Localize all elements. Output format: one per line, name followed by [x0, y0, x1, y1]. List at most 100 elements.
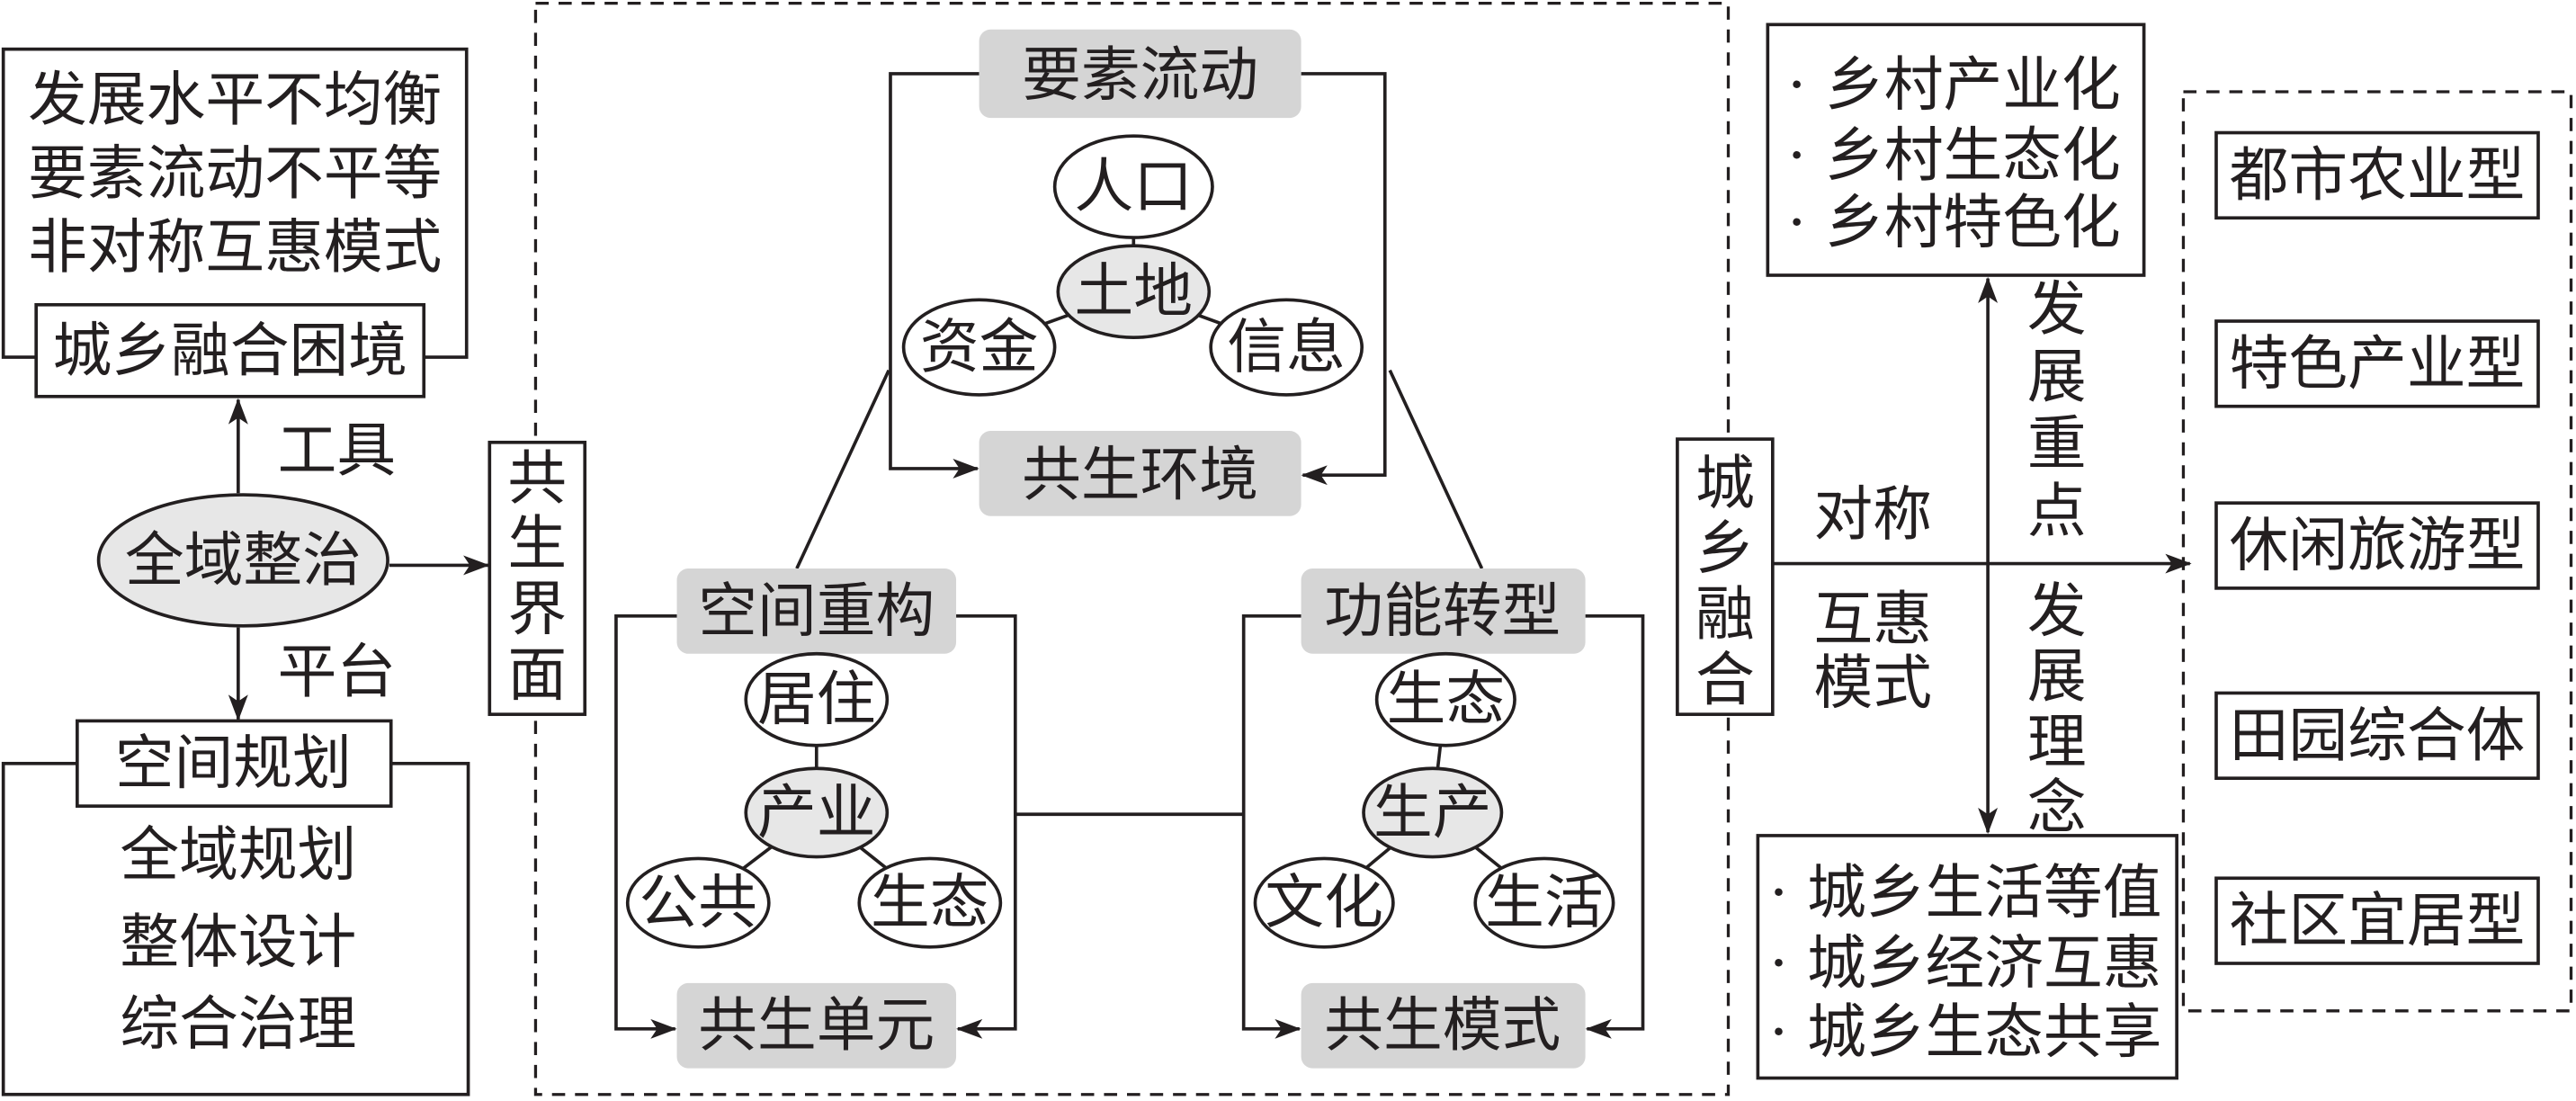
planning-title-box: [76, 719, 393, 808]
concept-label: 发展理念: [2027, 577, 2087, 841]
unit-bottom-label-box: [676, 982, 957, 1069]
platform-label: 平台: [278, 638, 396, 706]
concept-item: · 城乡经济互惠: [1769, 929, 2161, 998]
vertical-char: 发: [2027, 275, 2087, 344]
dilemma-title-box: [34, 302, 426, 398]
land-node: [1056, 244, 1212, 340]
industry-node: [744, 766, 890, 859]
environment-top-label: 要素流动: [1022, 41, 1258, 110]
dilemma-item: 非对称互惠模式: [28, 213, 442, 282]
mode-left-bracket: [1241, 614, 1301, 1039]
unit-right-bracket: [956, 614, 1017, 1039]
public-label: 公共: [640, 869, 757, 937]
mode-right-bracket: [1585, 614, 1645, 1039]
interface-label: 共生界面: [507, 444, 567, 709]
dilemma-item: 发展水平不均衡: [28, 66, 442, 134]
mode-bottom-label: 共生模式: [1324, 991, 1561, 1060]
information-node: [1209, 298, 1364, 397]
vertical-char: 展: [2027, 343, 2087, 411]
vertical-char: 共: [507, 444, 567, 513]
planning-title: 空间规划: [115, 730, 352, 798]
environment-bottom-label: 共生环境: [1022, 441, 1258, 509]
type-box: [2214, 130, 2540, 220]
vertical-char: 合: [1695, 646, 1755, 714]
concept-box: [1756, 834, 2178, 1080]
unit-bottom-label: 共生单元: [698, 991, 935, 1060]
environment-right-bracket: [1301, 72, 1387, 486]
dilemma-item: 要素流动不平等: [28, 139, 442, 208]
unit-ecology-node: [857, 856, 1003, 949]
core-ellipse: [96, 493, 389, 628]
culture-label: 文化: [1265, 869, 1382, 937]
vertical-char: 生: [507, 510, 567, 578]
focus-item: · 乡村特色化: [1787, 189, 2121, 257]
type-box: [2214, 876, 2540, 965]
type-label: 休闲旅游型: [2230, 512, 2526, 580]
concept-item: · 城乡生态共享: [1769, 998, 2161, 1067]
right-panel: 城乡融合 对称 互惠 模式 发展重点 发展理念 · 乡村产业化 · 乡村生态化 …: [1676, 22, 2573, 1080]
mode-ecology-node: [1374, 651, 1516, 747]
production-node: [1362, 766, 1504, 859]
focus-item: · 乡村产业化: [1787, 51, 2121, 120]
public-node: [625, 856, 771, 949]
environment-to-unit-link: [795, 369, 890, 569]
unit-left-bracket: [614, 614, 677, 1039]
vertical-char: 面: [507, 640, 567, 709]
vertical-char: 界: [507, 576, 567, 644]
type-label: 特色产业型: [2230, 329, 2526, 398]
living-node: [1473, 856, 1615, 949]
focus-item: · 乡村生态化: [1787, 121, 2121, 190]
focus-box: [1766, 22, 2146, 277]
unit-top-label-box: [676, 568, 957, 654]
industry-label: 产业: [757, 778, 875, 846]
vertical-char: 融: [1695, 580, 1755, 649]
dilemma-title: 城乡融合困境: [52, 317, 407, 385]
unit-ecology-label: 生态: [871, 869, 988, 937]
concept-item: · 城乡生活等值: [1769, 859, 2161, 927]
interface-block: 共生界面: [487, 440, 587, 716]
planning-item: 整体设计: [120, 908, 356, 976]
residence-label: 居住: [757, 666, 875, 734]
integration-label: 城乡融合: [1695, 449, 1755, 713]
population-node: [1052, 134, 1214, 239]
type-box: [2214, 691, 2540, 780]
vertical-char: 乡: [1695, 515, 1755, 583]
culture-node: [1253, 856, 1395, 949]
mode-bottom-label-box: [1301, 982, 1586, 1069]
type-box: [2214, 501, 2540, 590]
environment-bottom-label-box: [979, 431, 1301, 516]
vertical-char: 理: [2027, 708, 2087, 776]
vertical-char: 城: [1695, 449, 1755, 517]
land-label: 土地: [1075, 257, 1193, 326]
population-label: 人口: [1075, 153, 1193, 221]
vertical-char: 发: [2027, 577, 2087, 645]
integration-box: [1676, 437, 1775, 716]
vertical-char: 点: [2027, 477, 2087, 545]
unit-group: 空间重构 居住 产业 公共 生态 共生单元: [614, 568, 1017, 1069]
interface-box: [487, 440, 587, 716]
type-box: [2214, 319, 2540, 408]
type-label: 田园综合体: [2230, 702, 2526, 770]
vertical-char: 念: [2027, 774, 2087, 842]
production-label: 生产: [1373, 778, 1491, 846]
left-panel: 发展水平不均衡 要素流动不平等 非对称互惠模式 城乡融合困境 工具 全域整治 平…: [1, 47, 490, 1097]
planning-item: 全域规划: [120, 821, 356, 890]
types-dashed-frame: [2181, 90, 2573, 1013]
vertical-char: 重: [2027, 410, 2087, 479]
living-label: 生活: [1485, 869, 1603, 937]
reciprocal-label-line1: 互惠: [1813, 586, 1931, 654]
environment-to-mode-link: [1388, 369, 1484, 569]
information-label: 信息: [1227, 313, 1345, 381]
capital-node: [901, 298, 1057, 397]
mode-top-label: 功能转型: [1324, 577, 1561, 645]
environment-left-bracket: [889, 72, 979, 479]
type-label: 社区宜居型: [2230, 887, 2526, 955]
mode-ecology-label: 生态: [1387, 666, 1505, 734]
capital-label: 资金: [920, 313, 1038, 381]
tool-label: 工具: [278, 416, 396, 485]
symmetric-label: 对称: [1813, 480, 1931, 549]
core-label: 全域整治: [125, 526, 362, 595]
mode-top-label-box: [1301, 568, 1586, 654]
unit-top-label: 空间重构: [698, 577, 935, 645]
